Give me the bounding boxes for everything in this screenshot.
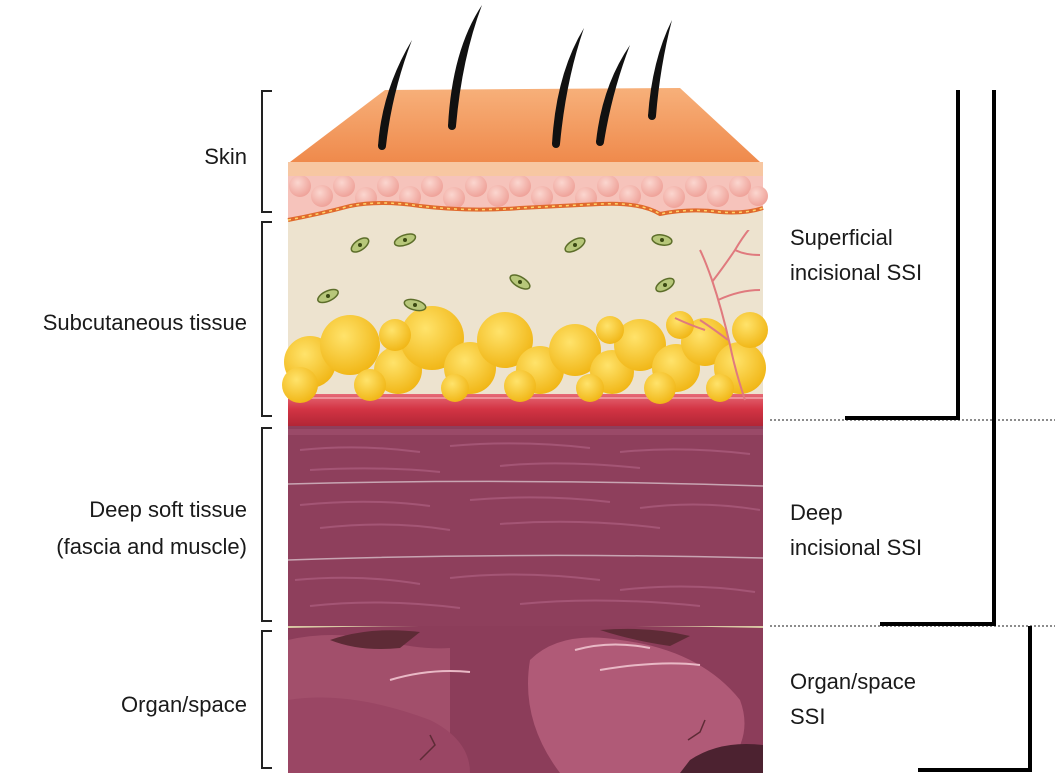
superficial-line <box>845 90 958 418</box>
skin-label: Skin <box>204 142 247 172</box>
organ-space-label: Organ/space <box>121 690 247 720</box>
superficial-ssi-label-line1: Superficial <box>790 223 893 253</box>
deep-ssi-label-line2: incisional SSI <box>790 533 922 563</box>
muscle-layer <box>288 426 763 626</box>
organ-space-ssi-label-line2: SSI <box>790 702 825 732</box>
superficial-ssi-label-line2: incisional SSI <box>790 258 922 288</box>
subcutaneous-layer <box>282 210 768 404</box>
organ-space-line <box>918 626 1030 770</box>
organ-space-ssi-label-line1: Organ/space <box>790 667 916 697</box>
subcutaneous-bracket <box>262 222 272 416</box>
organ-layer <box>288 625 763 773</box>
epidermis <box>288 88 763 176</box>
deep-ssi-label-line1: Deep <box>790 498 843 528</box>
deep-tissue-label-line1: Deep soft tissue <box>89 495 247 525</box>
deep-tissue-bracket <box>262 428 272 621</box>
skin-bracket <box>262 91 272 212</box>
dermis-layer <box>288 172 768 232</box>
deep-tissue-label-line2: (fascia and muscle) <box>56 532 247 562</box>
organ-bracket <box>262 631 272 768</box>
subcutaneous-label: Subcutaneous tissue <box>43 308 247 338</box>
left-brackets <box>262 91 272 768</box>
